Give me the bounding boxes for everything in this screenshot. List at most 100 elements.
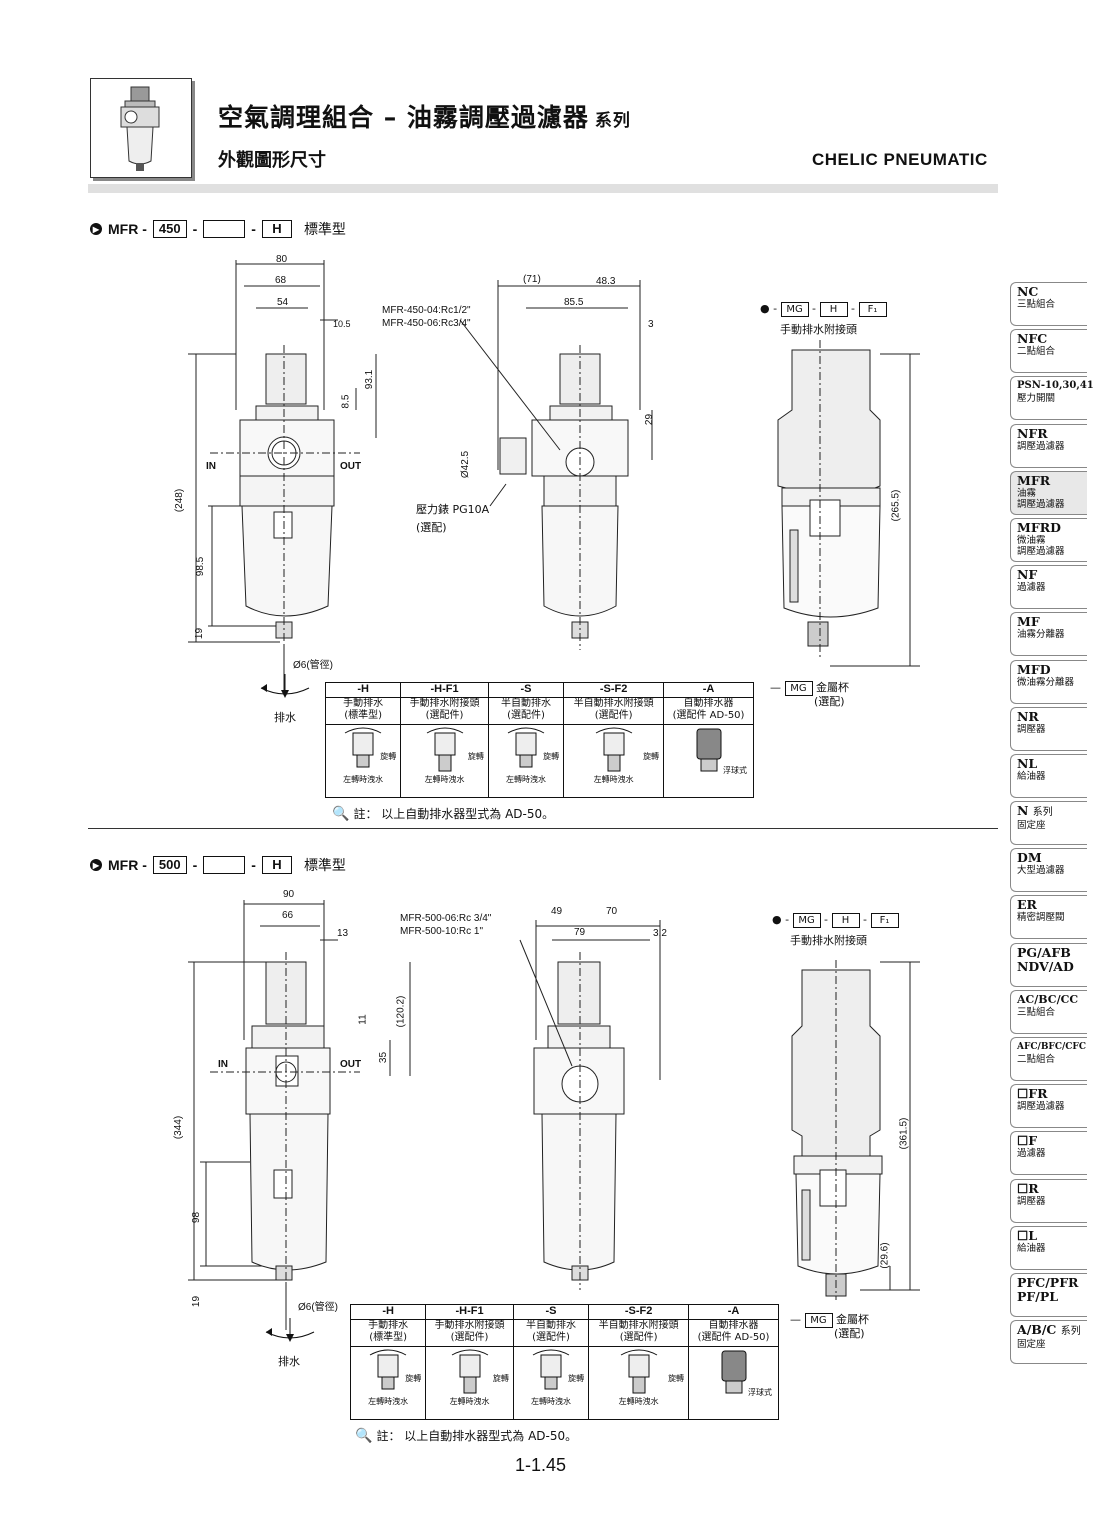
drain-options-table-1: -H-H-F1-S-S-F2-A 手動排水(標準型) 手動排水附接頭(選配件) … bbox=[324, 682, 754, 798]
play-bullet-icon: ▶ bbox=[90, 223, 102, 235]
mg-caption: 手動排水附接頭 bbox=[790, 934, 867, 947]
nav-item-n-series[interactable]: N 系列固定座 bbox=[1010, 801, 1087, 846]
drain-hf1-icon bbox=[426, 727, 463, 772]
option-box-empty bbox=[203, 220, 246, 238]
dim-label: 3 bbox=[648, 319, 654, 330]
dim-label: (265.5) bbox=[890, 489, 902, 522]
magnifier-icon: 🔍 bbox=[355, 1427, 373, 1444]
section1-drawing bbox=[188, 260, 920, 690]
dim-label: Ø6(管徑) bbox=[293, 660, 333, 671]
dim-label: (248) bbox=[174, 488, 186, 513]
play-bullet-icon: ▶ bbox=[90, 859, 102, 871]
port-spec: MFR-450-06:Rc3/4" bbox=[382, 318, 471, 329]
drain-s-icon bbox=[507, 727, 545, 768]
metal-cup-option: (選配) bbox=[814, 695, 845, 708]
nav-item-abc-series[interactable]: A/B/C 系列固定座 bbox=[1010, 1320, 1087, 1365]
brand-name: CHELIC PNEUMATIC bbox=[812, 150, 988, 169]
size-box: 500 bbox=[152, 856, 187, 874]
page-title: 空氣調理組合 – 油霧調壓過濾器系列 bbox=[218, 103, 631, 132]
drain-h-icon bbox=[344, 727, 382, 768]
drain-label: 排水 bbox=[274, 711, 296, 724]
auto-drain-icon bbox=[696, 728, 722, 772]
drain-box: H bbox=[261, 220, 292, 238]
dim-label: 35 bbox=[378, 1051, 390, 1064]
dim-label: 11 bbox=[357, 1014, 369, 1025]
regulator-thumbnail-icon bbox=[120, 86, 160, 171]
out-port-label: OUT bbox=[340, 461, 362, 472]
dim-label: (29.6) bbox=[879, 1242, 891, 1269]
metal-cup-option: (選配) bbox=[834, 1327, 865, 1340]
drain-s-icon bbox=[532, 1349, 570, 1390]
dim-label: Ø6(管徑) bbox=[298, 1302, 338, 1313]
dim-label: 19 bbox=[194, 627, 206, 640]
dim-label: 90 bbox=[283, 889, 295, 900]
dim-label: (120.2) bbox=[395, 995, 407, 1028]
drain-options-table-2: -H-H-F1-S-S-F2-A 手動排水(標準型) 手動排水附接頭(選配件) … bbox=[349, 1304, 779, 1420]
dim-label: 98 bbox=[191, 1211, 203, 1224]
drain-h-icon bbox=[369, 1349, 407, 1390]
dim-label: 3.2 bbox=[653, 928, 667, 939]
dim-label: 10.5 bbox=[333, 319, 351, 329]
out-port-label: OUT bbox=[340, 1059, 362, 1070]
dim-label: 68 bbox=[275, 275, 287, 286]
dim-label: 66 bbox=[282, 910, 294, 921]
dim-label: Ø42.5 bbox=[460, 450, 472, 479]
mg-option-row: ● - MG - H - F₁ bbox=[772, 913, 899, 928]
port-spec: MFR-450-04:Rc1/2" bbox=[382, 305, 471, 316]
gauge-label: 壓力錶 PG10A bbox=[416, 503, 490, 516]
drain-box: H bbox=[261, 856, 292, 874]
dim-label: (361.5) bbox=[898, 1117, 910, 1150]
section2-drawing bbox=[188, 900, 920, 1330]
mg-option-row: ● - MG - H - F₁ bbox=[760, 302, 887, 317]
metal-cup-label: — MG 金屬杯 bbox=[770, 681, 849, 696]
gauge-option: (選配) bbox=[416, 521, 447, 534]
dim-label: 29 bbox=[644, 413, 656, 426]
note-2: 🔍註： 以上自動排水器型式為 AD-50。 bbox=[355, 1427, 578, 1444]
drain-label: 排水 bbox=[278, 1355, 300, 1368]
section1-heading: ▶ MFR - 450 - - H 標準型 bbox=[90, 219, 346, 239]
dim-label: 19 bbox=[191, 1295, 203, 1308]
drain-sf2-icon bbox=[595, 727, 632, 772]
section2-heading: ▶ MFR - 500 - - H 標準型 bbox=[90, 855, 346, 875]
dim-label: 70 bbox=[606, 906, 618, 917]
dim-label: (71) bbox=[523, 274, 541, 285]
drain-rotate-icon bbox=[260, 674, 310, 698]
dim-label: 54 bbox=[277, 297, 289, 308]
magnifier-icon: 🔍 bbox=[332, 805, 350, 822]
drain-rotate-icon bbox=[265, 1318, 315, 1342]
metal-cup-label: — MG 金屬杯 bbox=[790, 1313, 869, 1328]
in-port-label: IN bbox=[218, 1059, 228, 1070]
port-spec: MFR-500-10:Rc 1" bbox=[400, 926, 484, 937]
dim-label: 85.5 bbox=[564, 297, 584, 308]
dim-label: 13 bbox=[337, 928, 349, 939]
dim-label: 80 bbox=[276, 254, 288, 265]
auto-drain-icon bbox=[721, 1350, 747, 1394]
dim-label: (344) bbox=[173, 1115, 185, 1140]
option-box-empty bbox=[203, 856, 246, 874]
section-divider bbox=[88, 828, 998, 829]
dim-label: 48.3 bbox=[596, 276, 616, 287]
product-thumbnail bbox=[90, 78, 192, 178]
